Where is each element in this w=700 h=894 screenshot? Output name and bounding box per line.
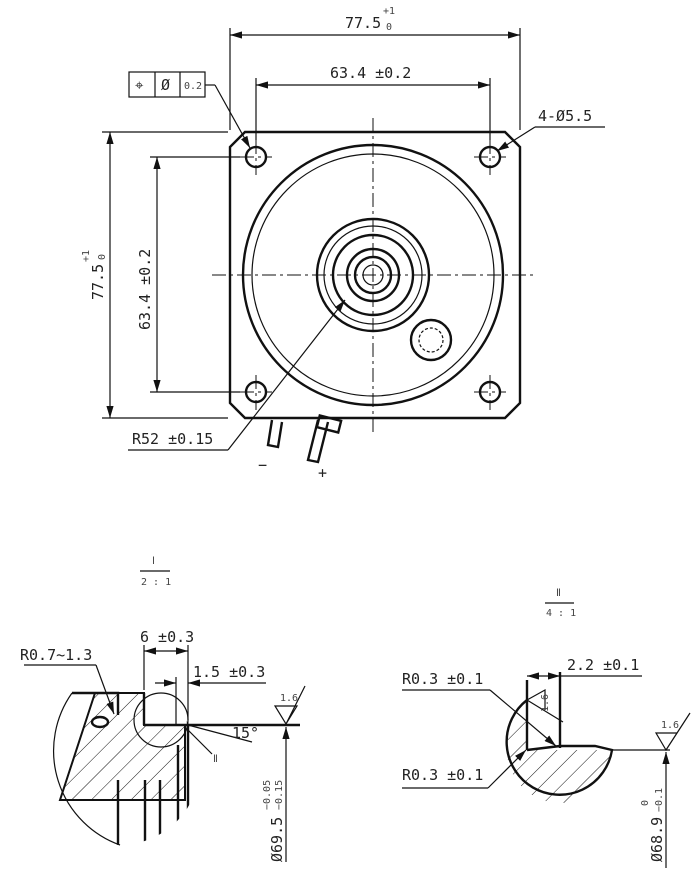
terminal-minus: [266, 419, 284, 449]
encoder-gear: [409, 318, 453, 362]
roughness-symbol: 1.6: [654, 712, 691, 752]
detail-2-label: Ⅱ: [556, 588, 561, 599]
width-tol-lower: 0: [386, 22, 392, 33]
detail-1-ref: Ⅱ: [213, 754, 218, 765]
side-roughness-symbol: 1.6: [526, 688, 564, 723]
width-dimension: 77.5: [345, 14, 381, 32]
detail-2-tol-upper: 0: [640, 800, 651, 806]
detail-2-roughness: 1.6: [661, 720, 679, 731]
detail-1-diameter: Ø69.5: [268, 817, 286, 862]
position-tol-value: 0.2: [184, 81, 202, 92]
terminal-minus-label: −: [258, 456, 267, 474]
detail-2-width: 2.2 ±0.1: [567, 656, 639, 674]
radius-callout: R52 ±0.15: [132, 430, 213, 448]
detail-1-tol-upper: −0.05: [262, 780, 273, 810]
detail-1-offset: 1.5 ±0.3: [193, 663, 265, 681]
detail-2-diameter: Ø68.9: [648, 817, 666, 862]
detail-2-tol-lower: −0.1: [654, 788, 665, 812]
hole-spacing-vertical: 63.4 ±0.2: [136, 249, 154, 330]
detail-1: Ⅰ 2 : 1 6 ±0.3 1.5 ±0.3 R0.7~1.3 15° Ⅱ: [20, 556, 306, 862]
width-tol-upper: +1: [383, 6, 395, 17]
height-tol-lower: 0: [97, 254, 108, 260]
main-view: − + 77.5 +1 0 63.4 ±0.2 77.5 +1 0 63.4 ±…: [81, 6, 605, 482]
detail-1-tol-lower: −0.15: [274, 780, 285, 810]
position-tolerance-frame: ⌖ Ø 0.2: [128, 71, 251, 149]
detail-2: Ⅱ 4 : 1 2.2 ±0.1 1.6 R0.3 ±0.1 R0.3 ±0.1…: [402, 588, 691, 868]
detail-2-radius-top: R0.3 ±0.1: [402, 670, 483, 688]
detail-1-roughness: 1.6: [280, 693, 298, 704]
detail-1-label: Ⅰ: [152, 556, 155, 567]
hole-spacing-horizontal: 63.4 ±0.2: [330, 64, 411, 82]
flange-outline: [228, 130, 522, 420]
height-tol-upper: +1: [81, 250, 92, 262]
holes-callout: 4-Ø5.5: [538, 107, 592, 125]
terminal-plus: [306, 414, 343, 464]
detail-1-width: 6 ±0.3: [140, 628, 194, 646]
detail-1-angle: 15°: [232, 724, 259, 742]
diameter-symbol: Ø: [161, 76, 170, 94]
terminal-plus-label: +: [318, 464, 327, 482]
detail-2-roughness-side: 1.6: [540, 694, 551, 712]
detail-2-radius-bottom: R0.3 ±0.1: [402, 766, 483, 784]
position-icon: ⌖: [135, 76, 144, 94]
detail-2-scale: 4 : 1: [546, 608, 576, 619]
roughness-symbol: 1.6: [273, 685, 306, 726]
detail-1-scale: 2 : 1: [141, 577, 171, 588]
height-dimension: 77.5: [89, 264, 107, 300]
detail-1-radius: R0.7~1.3: [20, 646, 92, 664]
